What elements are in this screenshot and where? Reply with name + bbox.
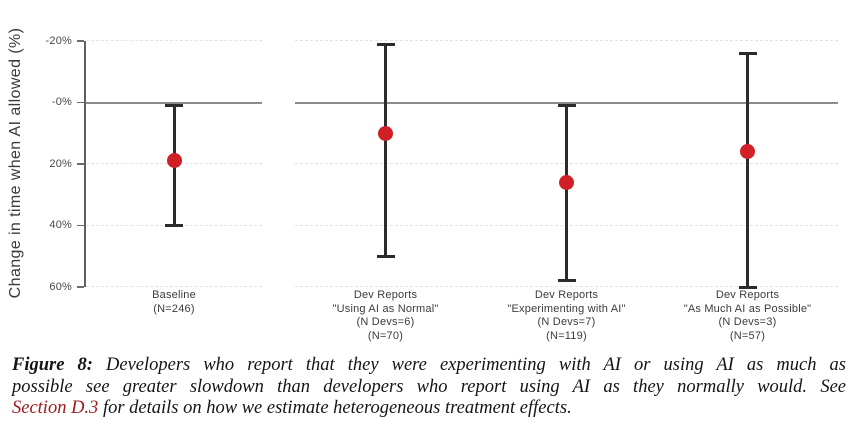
y-axis-line — [84, 41, 86, 287]
gridline — [295, 286, 838, 288]
error-bar — [565, 105, 568, 281]
error-bar-cap-upper — [738, 51, 757, 55]
gridline — [86, 286, 262, 288]
caption-text-3: for details on how we estimate heterogen… — [102, 398, 572, 418]
data-point — [740, 144, 755, 160]
y-tick-mark — [77, 101, 84, 104]
y-tick-label: 20% — [49, 157, 72, 170]
y-tick-mark — [77, 40, 84, 42]
y-tick-label: 40% — [49, 219, 72, 231]
caption-line-2: possible see greater slowdown than devel… — [12, 377, 846, 399]
error-bar-cap-lower — [165, 224, 183, 227]
data-point — [378, 125, 393, 141]
slowdown-errorbar-chart: Change in time when AI allowed (%) -20% -… — [7, 27, 838, 342]
caption-text-1: Developers who report that they were exp… — [106, 355, 846, 375]
error-bar-cap-lower — [557, 279, 576, 283]
error-bar-cap-lower — [376, 254, 395, 258]
category-label: Dev Reports "Experimenting with AI" (N D… — [507, 289, 626, 342]
category-label: Dev Reports "As Much AI as Possible" (N … — [683, 289, 812, 342]
zero-reference-line — [86, 101, 262, 104]
category-label: Baseline (N=246) — [152, 289, 196, 315]
caption-line-1: Figure 8: Developers who report that the… — [12, 355, 846, 377]
data-point — [559, 174, 574, 190]
y-tick-label: -20% — [45, 34, 72, 47]
y-tick-mark — [77, 286, 84, 288]
caption-line-3: Section D.3 for details on how we estima… — [12, 398, 846, 420]
y-tick-label: 60% — [49, 280, 72, 293]
y-axis-title: Change in time when AI allowed (%) — [7, 27, 24, 299]
section-d3-link[interactable]: Section D.3 — [12, 398, 99, 418]
data-point — [166, 153, 182, 169]
gridline — [86, 40, 262, 42]
y-tick-label: -0% — [51, 96, 72, 108]
caption-text-2: possible see greater slowdown than devel… — [12, 376, 846, 397]
zero-reference-line — [295, 101, 838, 104]
error-bar-cap-lower — [738, 285, 757, 289]
error-bar-cap-upper — [376, 42, 395, 46]
error-bar — [384, 44, 387, 257]
figure-number-label: Figure 8: — [12, 355, 93, 375]
error-bar-cap-upper — [557, 104, 576, 108]
error-bar — [746, 53, 749, 287]
category-label: Dev Reports "Using AI as Normal" (N Devs… — [332, 289, 439, 342]
y-tick-mark — [77, 163, 84, 165]
figure-caption: Figure 8: Developers who report that the… — [12, 355, 846, 420]
error-bar-cap-upper — [165, 104, 183, 108]
y-tick-mark — [77, 224, 84, 227]
gridline — [295, 40, 838, 42]
